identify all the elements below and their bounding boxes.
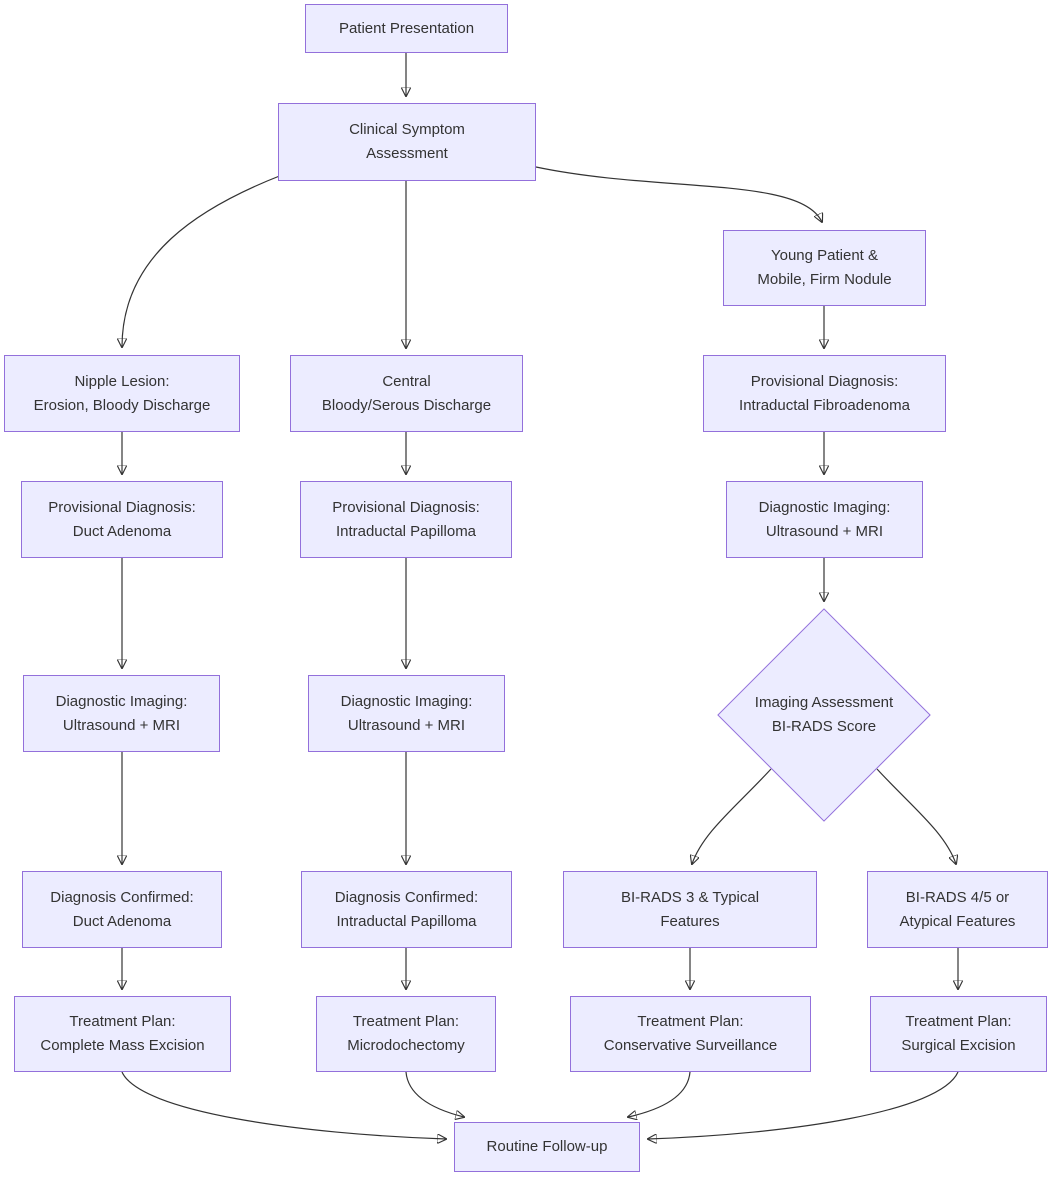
node-imaging-right: Diagnostic Imaging: Ultrasound + MRI	[726, 481, 923, 558]
edge-txmicro-to-routine	[405, 1071, 464, 1117]
node-imaging-middle: Diagnostic Imaging: Ultrasound + MRI	[308, 675, 505, 752]
node-young-patient-nodule: Young Patient & Mobile, Firm Nodule	[723, 230, 926, 306]
node-nipple-lesion: Nipple Lesion: Erosion, Bloody Discharge	[4, 355, 240, 432]
node-treatment-surgical: Treatment Plan: Surgical Excision	[870, 996, 1047, 1072]
node-routine-followup: Routine Follow-up	[454, 1122, 640, 1172]
edge-decision-to-birads3	[692, 768, 772, 864]
node-birads-45-atypical: BI-RADS 4/5 or Atypical Features	[867, 871, 1048, 948]
edge-decision-to-birads45	[876, 768, 956, 864]
node-treatment-microdochectomy: Treatment Plan: Microdochectomy	[316, 996, 496, 1072]
node-birads-decision: Imaging Assessment BI-RADS Score	[717, 608, 931, 822]
node-central-discharge: Central Bloody/Serous Discharge	[290, 355, 523, 432]
node-provisional-papilloma: Provisional Diagnosis: Intraductal Papil…	[300, 481, 512, 558]
edge-txsurg-to-routine	[648, 1071, 959, 1139]
node-confirmed-duct-adenoma: Diagnosis Confirmed: Duct Adenoma	[22, 871, 222, 948]
node-clinical-symptom-assessment: Clinical Symptom Assessment	[278, 103, 536, 181]
edge-txmass-to-routine	[121, 1071, 446, 1139]
edge-txcons-to-routine	[628, 1071, 691, 1117]
node-birads-3-typical: BI-RADS 3 & Typical Features	[563, 871, 817, 948]
node-provisional-duct-adenoma: Provisional Diagnosis: Duct Adenoma	[21, 481, 223, 558]
edge-clinical-to-young	[535, 166, 822, 222]
node-treatment-mass-excision: Treatment Plan: Complete Mass Excision	[14, 996, 231, 1072]
node-patient-presentation: Patient Presentation	[305, 4, 508, 53]
node-imaging-left: Diagnostic Imaging: Ultrasound + MRI	[23, 675, 220, 752]
node-treatment-surveillance: Treatment Plan: Conservative Surveillanc…	[570, 996, 811, 1072]
node-provisional-fibroadenoma: Provisional Diagnosis: Intraductal Fibro…	[703, 355, 946, 432]
edge-clinical-to-nipple	[122, 174, 283, 347]
decision-diamond-label: Imaging Assessment BI-RADS Score	[754, 694, 894, 735]
node-confirmed-papilloma: Diagnosis Confirmed: Intraductal Papillo…	[301, 871, 512, 948]
